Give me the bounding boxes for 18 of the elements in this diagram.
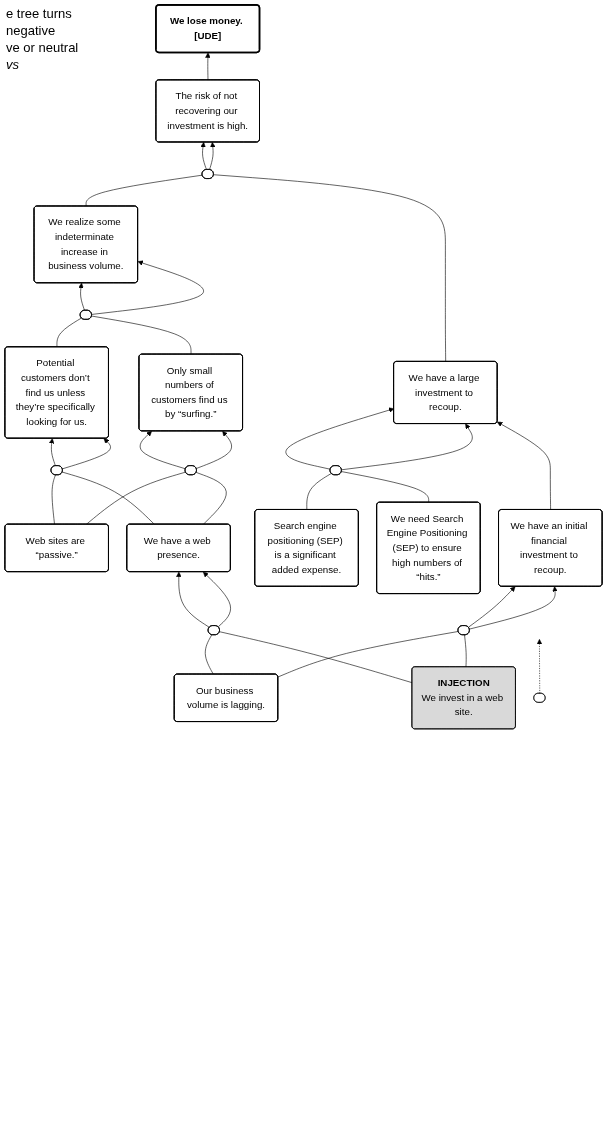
- note-text: negative: [6, 23, 57, 38]
- note-text: vs: [6, 57, 20, 72]
- connector: [62, 471, 155, 525]
- connector: [85, 174, 203, 207]
- note-text: e tree turns: [6, 6, 73, 21]
- connector: [85, 471, 186, 525]
- connector: [51, 474, 56, 525]
- connector: [213, 174, 446, 362]
- note-text: ve or neutral: [6, 40, 79, 55]
- connector: [219, 631, 413, 684]
- connector: [277, 631, 459, 678]
- connector: [56, 317, 82, 348]
- connector: [204, 634, 214, 675]
- connector: [341, 471, 430, 503]
- connector: [306, 473, 332, 511]
- connector: [91, 315, 192, 355]
- connector: [464, 634, 467, 668]
- connector: [196, 472, 227, 525]
